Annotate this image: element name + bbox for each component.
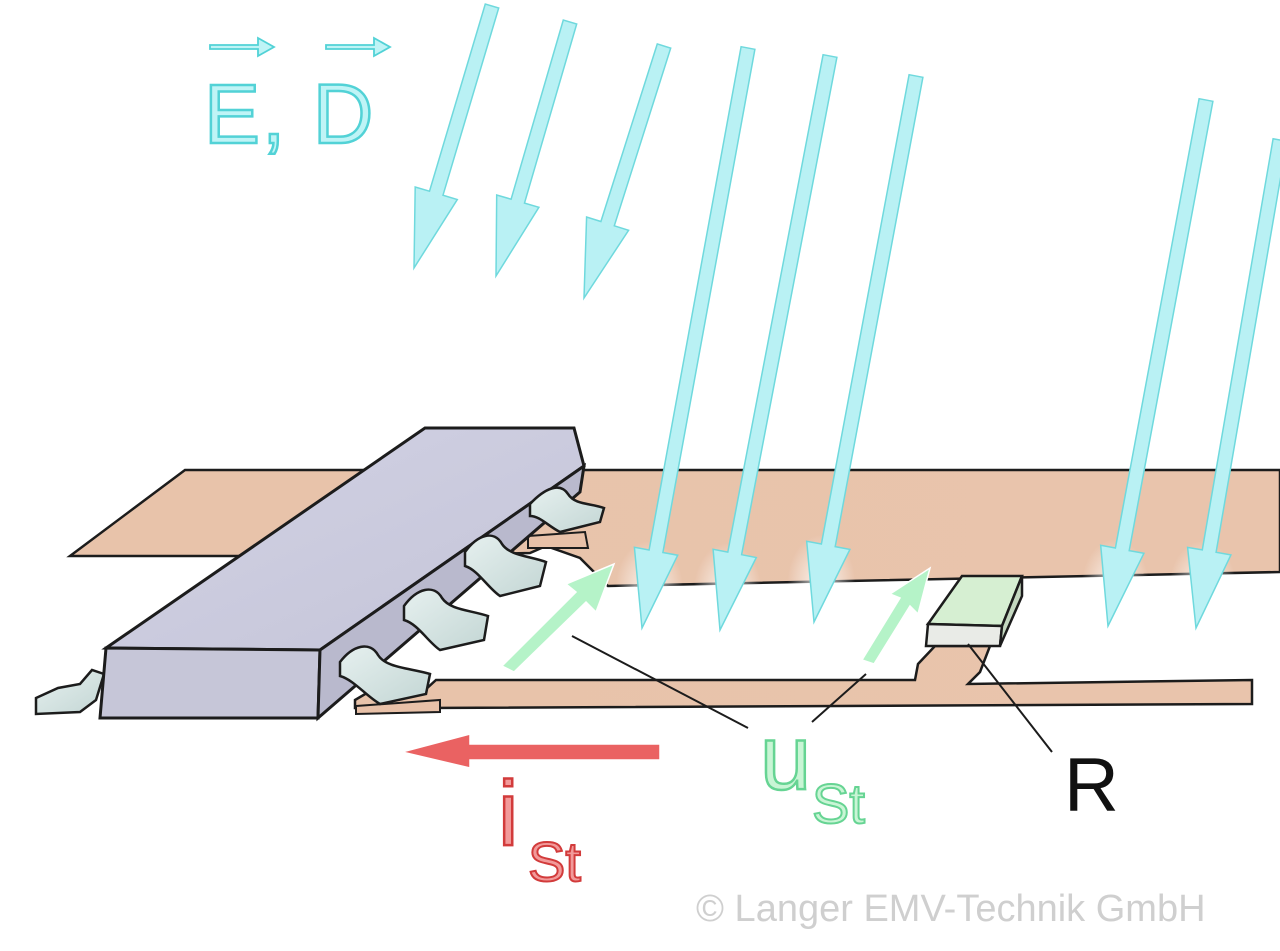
field-arrow-icon [495, 19, 578, 279]
leader-line-u-right [811, 673, 867, 723]
field-arrows [391, 3, 1280, 639]
current-symbol: i [497, 763, 520, 865]
field-arrow-icon [1099, 97, 1214, 629]
pin-pad-2 [355, 698, 441, 716]
ic-pin-3 [402, 588, 490, 652]
ic-pin-1 [528, 486, 606, 534]
current-arrow-icon [401, 733, 661, 769]
ic-pin-4 [338, 645, 432, 706]
resistor-label: R [1064, 743, 1119, 828]
field-arrow-icon [413, 3, 500, 271]
leader-line-r [967, 643, 1053, 753]
ic-chip-icon [98, 426, 587, 722]
ic-pin-2 [463, 534, 548, 598]
field-arrow-icon [1186, 137, 1280, 631]
voltage-arrow-icon [500, 562, 616, 673]
vector-arrow-d-icon [325, 36, 392, 58]
smd-resistor-icon [924, 574, 1024, 648]
ic-pin-left [34, 668, 106, 716]
copyright-notice: © Langer EMV-Technik GmbH [696, 888, 1206, 930]
voltage-symbol: u [759, 707, 813, 809]
field-arrow-icon [805, 73, 924, 625]
lower-trace [353, 644, 1254, 710]
leader-line-u-left [571, 635, 749, 729]
field-label: E, D [203, 67, 376, 161]
pin-pad-1 [527, 530, 590, 549]
field-arrow-icon [583, 42, 672, 301]
voltage-subscript: St [811, 772, 866, 835]
field-arrow-icon [633, 45, 756, 631]
field-arrow-icon [712, 53, 838, 633]
vector-arrow-e-icon [209, 36, 276, 58]
voltage-arrow-icon [860, 566, 932, 665]
current-subscript: St [527, 830, 582, 893]
